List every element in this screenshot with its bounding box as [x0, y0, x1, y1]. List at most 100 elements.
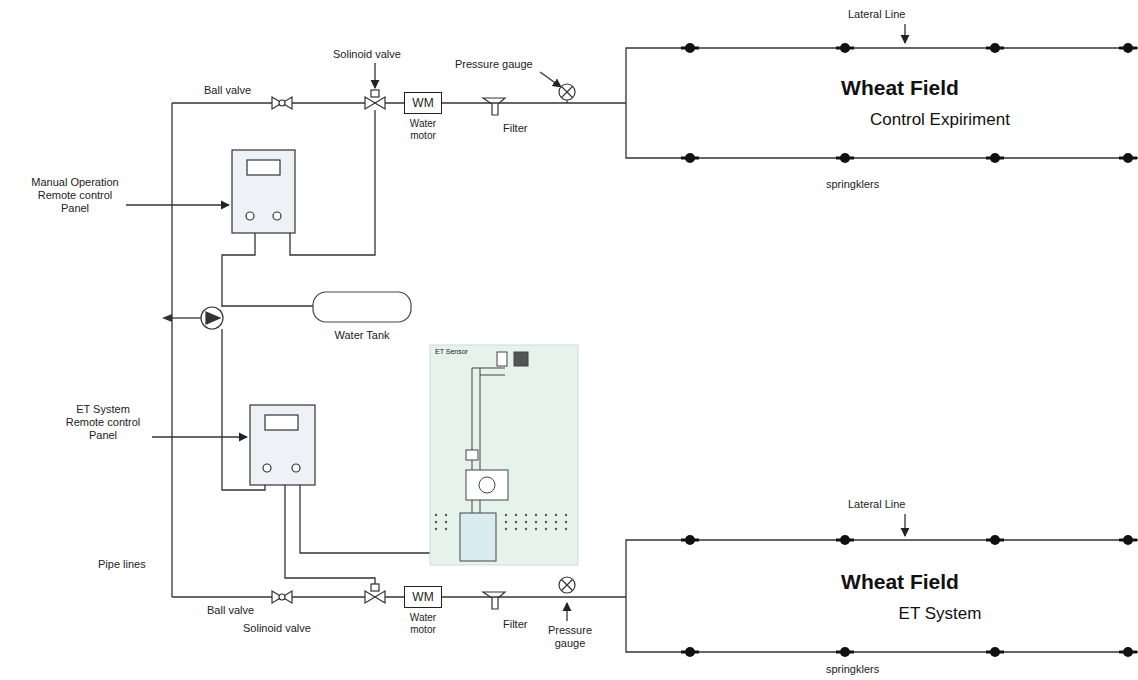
supply-pipe — [442, 102, 626, 103]
sprinkler — [990, 647, 1000, 657]
sprinkler — [685, 647, 695, 657]
ball-valve-label: Ball valve — [204, 84, 251, 97]
inlet-arrow — [162, 314, 172, 322]
soil-dot — [525, 528, 527, 530]
soil-dot — [545, 528, 547, 530]
meter-symbol-text: WM — [412, 96, 433, 110]
soil-dot — [545, 521, 547, 523]
water-tank: Water Tank — [312, 291, 412, 341]
pressure-gauge — [562, 580, 573, 591]
main-pipe — [171, 103, 172, 597]
soil-dot — [555, 528, 557, 530]
meter-box: WM — [404, 92, 442, 114]
leader-arrow — [540, 72, 561, 87]
field-treatment: Control Expiriment — [870, 110, 1010, 130]
lateral-line-label: Lateral Line — [848, 498, 906, 511]
pump-symbol — [206, 312, 220, 324]
soil-dot — [435, 521, 437, 523]
et-sensor-illustration — [430, 345, 578, 565]
ball-valve-label: Ball valve — [207, 604, 254, 617]
sprinkler — [685, 153, 695, 163]
leader-arrow — [374, 63, 375, 88]
sensor-label: ET Sensor — [435, 348, 468, 356]
sprinkler — [840, 647, 850, 657]
sprinkler-label: springklers — [826, 178, 879, 191]
sprinkler — [990, 43, 1000, 53]
soil-dot — [535, 521, 537, 523]
leader-arrow — [904, 514, 905, 536]
wheat-field: Wheat Field — [841, 76, 959, 100]
soil-dot — [525, 514, 527, 516]
panel-screen — [247, 160, 280, 175]
soil-dot — [445, 521, 447, 523]
meter-caption: Water motor — [402, 612, 444, 635]
sprinkler — [990, 535, 1000, 545]
sprinkler — [1123, 535, 1133, 545]
filter-label: Filter — [503, 618, 527, 631]
soil-dot — [555, 521, 557, 523]
bottom-laterals — [626, 540, 1138, 652]
et-control-panel — [250, 405, 315, 485]
sprinkler — [840, 153, 850, 163]
manual-control-panel — [232, 150, 295, 233]
panel-button — [263, 464, 271, 472]
soil-dot — [505, 521, 507, 523]
solenoid-valve — [371, 90, 379, 97]
panel-button — [246, 212, 254, 220]
sprinkler — [685, 535, 695, 545]
panel-screen — [265, 415, 298, 430]
control-wire — [285, 485, 375, 590]
soil-dot — [505, 528, 507, 530]
pressure-gauge — [559, 84, 575, 100]
soil-dot — [445, 528, 447, 530]
pressure-gauge — [559, 577, 575, 593]
tank-outline — [312, 291, 412, 323]
soil-dot — [435, 514, 437, 516]
sprinkler — [840, 535, 850, 545]
ball-valve — [279, 100, 285, 106]
panel-button — [292, 464, 300, 472]
gauge-label: Pressure gauge — [546, 624, 594, 650]
soil-dot — [555, 514, 557, 516]
soil-dot — [565, 528, 567, 530]
soil-dot — [545, 514, 547, 516]
soil-dot — [445, 514, 447, 516]
field-treatment: ET System — [899, 604, 982, 624]
wheat-field: Wheat FieldControl Expiriment — [626, 48, 1134, 158]
leader-arrow — [126, 204, 229, 205]
filter-symbol — [483, 592, 505, 609]
solenoid-valve — [365, 97, 385, 109]
filter-symbol — [483, 98, 505, 115]
solenoid-valve — [371, 584, 379, 591]
supply-pipe — [442, 596, 626, 597]
leader-arrow — [904, 24, 905, 43]
ball-valve — [279, 594, 285, 600]
leader-arrow — [566, 603, 567, 621]
pump-symbol — [201, 307, 223, 329]
tank-pipe — [222, 305, 315, 306]
water-meter: WM Water motor — [402, 586, 444, 635]
control-wire — [222, 233, 255, 307]
meter-symbol-text: WM — [412, 590, 433, 604]
soil-dot — [515, 514, 517, 516]
soil-dot — [535, 528, 537, 530]
top-laterals — [626, 48, 1138, 158]
soil-dot — [525, 521, 527, 523]
gauge-label: Pressure gauge — [455, 58, 533, 71]
sprinkler — [685, 43, 695, 53]
sprinkler — [1123, 43, 1133, 53]
wheat-field: Wheat FieldET System — [626, 541, 1134, 652]
ball-valve — [272, 97, 292, 109]
pressure-gauge — [562, 87, 573, 98]
pipe-label: Pipe lines — [98, 558, 146, 571]
soil-dot — [515, 521, 517, 523]
solenoid-label: Solinoid valve — [243, 622, 311, 635]
tank-label: Water Tank — [312, 329, 412, 341]
solenoid-label: Solinoid valve — [333, 48, 401, 61]
soil-dot — [435, 528, 437, 530]
meter-caption: Water motor — [402, 118, 444, 141]
panel-button — [273, 212, 281, 220]
water-meter: WM Water motor — [402, 92, 444, 141]
